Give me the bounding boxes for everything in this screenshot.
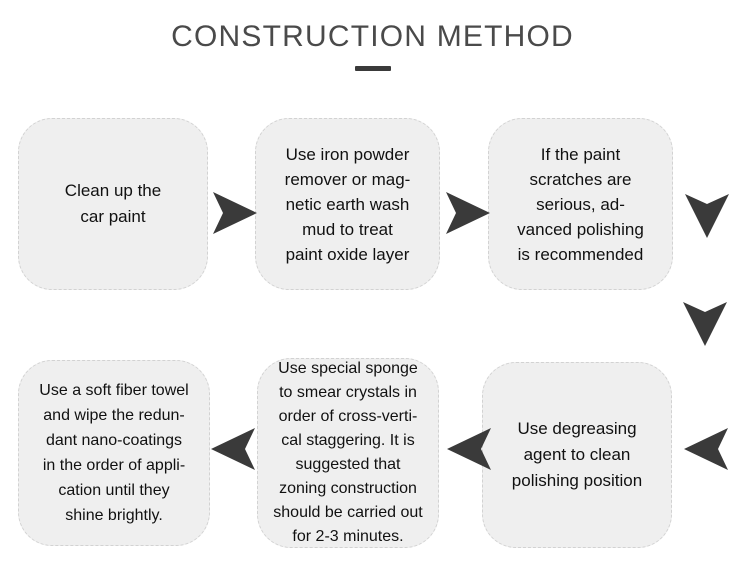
arrow-left-icon — [207, 424, 257, 474]
title-divider — [354, 66, 391, 71]
flow-step-1-text: Clean up the car paint — [64, 181, 162, 226]
arrow-down-icon — [680, 300, 730, 348]
flow-step-6[interactable]: Use a soft fiber towel and wipe the redu… — [18, 360, 210, 546]
arrow-left-icon — [680, 424, 730, 474]
arrow-down-icon — [682, 192, 732, 240]
arrow-left-icon — [443, 424, 493, 474]
flow-step-3[interactable]: If the paint scratches are serious, ad- … — [488, 118, 673, 290]
flow-step-2-text: Use iron powder remover or mag- netic ea… — [284, 144, 411, 264]
flow-step-4-text: Use degreasing agent to clean polishing … — [511, 419, 643, 490]
diagram-title-block: CONSTRUCTION METHOD — [0, 18, 745, 71]
flow-step-3-text: If the paint scratches are serious, ad- … — [517, 144, 644, 264]
flow-step-6-text: Use a soft fiber towel and wipe the redu… — [39, 382, 189, 524]
flow-step-2[interactable]: Use iron powder remover or mag- netic ea… — [255, 118, 440, 290]
arrow-right-icon — [444, 188, 492, 238]
flow-step-5[interactable]: Use special sponge to smear crystals in … — [257, 358, 439, 548]
flow-step-4[interactable]: Use degreasing agent to clean polishing … — [482, 362, 672, 548]
page-title: CONSTRUCTION METHOD — [171, 20, 574, 53]
arrow-right-icon — [211, 188, 259, 238]
flow-step-5-text: Use special sponge to smear crystals in … — [273, 360, 423, 545]
flow-step-1[interactable]: Clean up the car paint — [18, 118, 208, 290]
